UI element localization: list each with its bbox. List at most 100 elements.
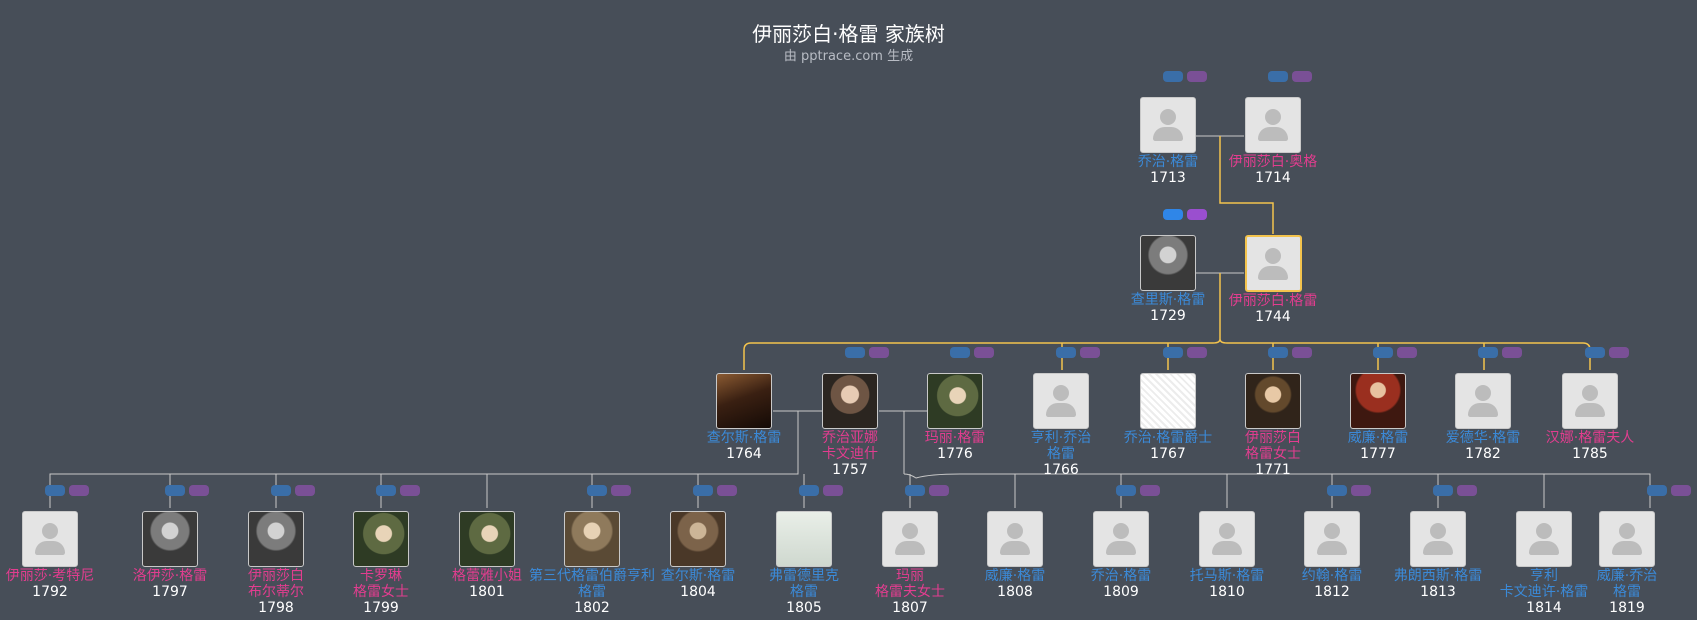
add-male-button[interactable] bbox=[1327, 485, 1347, 496]
add-female-button[interactable] bbox=[1351, 485, 1371, 496]
add-male-button[interactable] bbox=[905, 485, 925, 496]
highlight-line bbox=[1219, 136, 1274, 234]
add-female-button[interactable] bbox=[611, 485, 631, 496]
add-female-button[interactable] bbox=[974, 347, 994, 358]
placeholder-avatar-icon bbox=[1199, 511, 1255, 567]
add-male-button[interactable] bbox=[950, 347, 970, 358]
person-node[interactable]: 乔治·格雷爵士 1767 bbox=[1098, 347, 1238, 462]
person-node[interactable]: 亨利·乔治 格雷 1766 bbox=[991, 347, 1131, 478]
person-name: 查里斯·格雷 bbox=[1130, 292, 1206, 308]
person-year: 1805 bbox=[786, 600, 822, 616]
add-female-button[interactable] bbox=[189, 485, 209, 496]
person-name: 伊丽莎白·格雷 bbox=[1228, 293, 1318, 309]
placeholder-avatar-icon bbox=[987, 511, 1043, 567]
add-male-button[interactable] bbox=[165, 485, 185, 496]
add-female-button[interactable] bbox=[1080, 347, 1100, 358]
person-node[interactable]: 伊丽莎白 布尔蒂尔 1798 bbox=[206, 485, 346, 616]
person-node[interactable]: 乔治·格雷 1713 bbox=[1098, 71, 1238, 186]
add-male-button[interactable] bbox=[799, 485, 819, 496]
add-male-button[interactable] bbox=[1433, 485, 1453, 496]
add-male-button[interactable] bbox=[271, 485, 291, 496]
person-node[interactable]: 卡罗琳 格雷女士 1799 bbox=[311, 485, 451, 616]
add-female-button[interactable] bbox=[295, 485, 315, 496]
person-node[interactable]: 乔治亚娜 卡文迪什 1757 bbox=[780, 347, 920, 478]
add-female-button[interactable] bbox=[1140, 485, 1160, 496]
person-node[interactable]: 爱德华·格雷 1782 bbox=[1413, 347, 1553, 462]
person-node[interactable]: 格蕾雅小姐 1801 bbox=[417, 511, 557, 600]
relation-controls bbox=[1585, 347, 1629, 359]
placeholder-avatar-icon bbox=[1455, 373, 1511, 429]
portrait-photo bbox=[822, 373, 878, 429]
person-node[interactable]: 亨利 卡文迪许·格雷 1814 bbox=[1474, 511, 1614, 616]
add-female-button[interactable] bbox=[1457, 485, 1477, 496]
person-node[interactable]: 托马斯·格雷 1810 bbox=[1157, 511, 1297, 600]
person-node[interactable]: 伊丽莎·考特尼 1792 bbox=[0, 485, 120, 600]
add-male-button[interactable] bbox=[1163, 209, 1183, 220]
add-male-button[interactable] bbox=[1268, 71, 1288, 82]
add-female-button[interactable] bbox=[1292, 347, 1312, 358]
add-female-button[interactable] bbox=[869, 347, 889, 358]
add-male-button[interactable] bbox=[1585, 347, 1605, 358]
person-name: 洛伊莎·格雷 bbox=[132, 568, 208, 584]
person-node[interactable]: 玛丽·格雷 1776 bbox=[885, 347, 1025, 462]
add-male-button[interactable] bbox=[1268, 347, 1288, 358]
person-node[interactable]: 弗雷德里克 格雷 1805 bbox=[734, 485, 874, 616]
person-node[interactable]: 汉娜·格雷夫人 1785 bbox=[1520, 347, 1660, 462]
person-name: 查尔斯·格雷 bbox=[706, 430, 782, 446]
person-node[interactable]: 威廉·格雷 1777 bbox=[1308, 347, 1448, 462]
add-female-button[interactable] bbox=[823, 485, 843, 496]
person-node[interactable]: 查尔斯·格雷 1804 bbox=[628, 485, 768, 600]
add-male-button[interactable] bbox=[1056, 347, 1076, 358]
add-male-button[interactable] bbox=[587, 485, 607, 496]
add-female-button[interactable] bbox=[1502, 347, 1522, 358]
person-node[interactable]: 威廉·格雷 1808 bbox=[945, 511, 1085, 600]
add-male-button[interactable] bbox=[693, 485, 713, 496]
add-female-button[interactable] bbox=[929, 485, 949, 496]
add-female-button[interactable] bbox=[1397, 347, 1417, 358]
person-year: 1729 bbox=[1150, 308, 1186, 324]
person-node[interactable]: 玛丽 格雷夫女士 1807 bbox=[840, 485, 980, 616]
portrait-photo bbox=[459, 511, 515, 567]
person-node[interactable]: 查尔斯·格雷 1764 bbox=[674, 373, 814, 462]
add-female-button[interactable] bbox=[1187, 71, 1207, 82]
person-year: 1797 bbox=[152, 584, 188, 600]
add-female-button[interactable] bbox=[69, 485, 89, 496]
portrait-photo bbox=[927, 373, 983, 429]
person-year: 1767 bbox=[1150, 446, 1186, 462]
person-node[interactable]: 查里斯·格雷 1729 bbox=[1098, 209, 1238, 324]
add-male-button[interactable] bbox=[845, 347, 865, 358]
placeholder-avatar-icon bbox=[1516, 511, 1572, 567]
person-node[interactable]: 第三代格雷伯爵亨利 格雷 1802 bbox=[522, 485, 662, 616]
add-female-button[interactable] bbox=[717, 485, 737, 496]
person-node[interactable]: 弗朗西斯·格雷 1813 bbox=[1368, 485, 1508, 600]
person-name: 乔治·格雷爵士 bbox=[1123, 430, 1213, 446]
add-female-button[interactable] bbox=[1609, 347, 1629, 358]
person-node[interactable]: 约翰·格雷 1812 bbox=[1262, 485, 1402, 600]
add-female-button[interactable] bbox=[400, 485, 420, 496]
add-female-button[interactable] bbox=[1187, 209, 1207, 220]
person-node[interactable]: 乔治·格雷 1809 bbox=[1051, 485, 1191, 600]
person-name: 爱德华·格雷 bbox=[1445, 430, 1521, 446]
person-year: 1819 bbox=[1609, 600, 1645, 616]
add-male-button[interactable] bbox=[1647, 485, 1667, 496]
add-female-button[interactable] bbox=[1671, 485, 1691, 496]
add-male-button[interactable] bbox=[1478, 347, 1498, 358]
person-year: 1804 bbox=[680, 584, 716, 600]
add-female-button[interactable] bbox=[1292, 71, 1312, 82]
placeholder-avatar-icon bbox=[1140, 97, 1196, 153]
person-node[interactable]: 伊丽莎白 格雷女士 1771 bbox=[1203, 347, 1343, 478]
add-male-button[interactable] bbox=[1163, 71, 1183, 82]
add-male-button[interactable] bbox=[1116, 485, 1136, 496]
person-name: 乔治亚娜 卡文迪什 bbox=[822, 430, 878, 462]
add-male-button[interactable] bbox=[1373, 347, 1393, 358]
add-male-button[interactable] bbox=[45, 485, 65, 496]
person-year: 1808 bbox=[997, 584, 1033, 600]
person-node[interactable]: 威廉·乔治 格雷 1819 bbox=[1557, 485, 1697, 616]
add-female-button[interactable] bbox=[1187, 347, 1207, 358]
person-node[interactable]: 洛伊莎·格雷 1797 bbox=[100, 485, 240, 600]
person-year: 1813 bbox=[1420, 584, 1456, 600]
add-male-button[interactable] bbox=[1163, 347, 1183, 358]
person-node-selected[interactable]: 伊丽莎白·格雷 1744 bbox=[1203, 235, 1343, 325]
add-male-button[interactable] bbox=[376, 485, 396, 496]
person-node[interactable]: 伊丽莎白·奥格 1714 bbox=[1203, 71, 1343, 186]
